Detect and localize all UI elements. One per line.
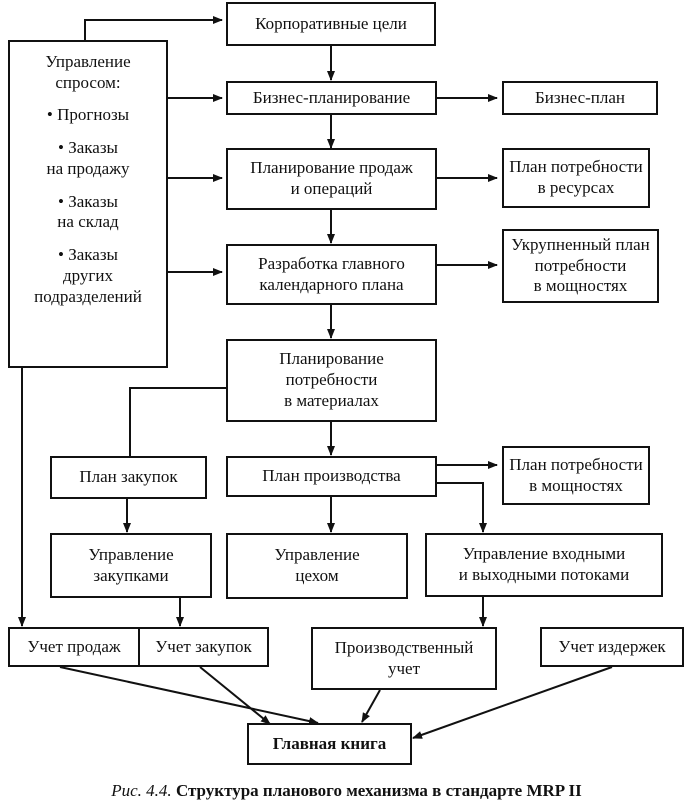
- shop-management-box: Управление цехом: [226, 533, 408, 599]
- corporate-goals-box: Корпоративные цели: [226, 2, 436, 46]
- sales-accounting-label: Учет продаж: [27, 636, 121, 656]
- demand-title-line-2: спросом:: [55, 72, 121, 92]
- sales-accounting-box: Учет продаж: [8, 627, 140, 667]
- arrow-production-to-io: [437, 482, 487, 533]
- figure-title: Структура планового механизма в стандарт…: [175, 781, 582, 800]
- bullet-sales-orders: • Заказы на продажу: [47, 138, 130, 179]
- arrow-materials-to-purchase-plan: [129, 387, 226, 456]
- io-control-line-2: и выходными потоками: [458, 565, 630, 584]
- resource-requirements-box: План потребности в ресурсах: [502, 148, 650, 208]
- master-schedule-line-1: Разработка главного: [258, 253, 405, 273]
- production-accounting-line-1: Производственный: [334, 637, 474, 657]
- production-plan-box: План производства: [226, 456, 437, 497]
- general-ledger-box: Главная книга: [247, 723, 412, 765]
- master-schedule-box: Разработка главного календарного плана: [226, 244, 437, 305]
- general-ledger-label: Главная книга: [272, 733, 387, 753]
- bullet-division-orders: • Заказы других подразделений: [34, 245, 142, 307]
- bullet-stock-orders: • Заказы на склад: [57, 192, 118, 233]
- purchase-plan-box: План закупок: [50, 456, 207, 499]
- arrow-purchase-accounting-to-ledger: [199, 666, 271, 725]
- purchase-accounting-box: Учет закупок: [138, 627, 269, 667]
- demand-title-line-1: Управление: [45, 52, 131, 71]
- figure-label: Рис. 4.4.: [111, 781, 172, 800]
- production-accounting-box: Производственный учет: [311, 627, 497, 690]
- resource-requirements-line-1: План потребности: [509, 157, 643, 177]
- bullet-division-orders-line-2: других: [62, 265, 113, 285]
- bullet-sales-orders-line-1: • Заказы: [58, 138, 118, 158]
- bullet-sales-orders-line-2: на продажу: [46, 158, 130, 178]
- rough-capacity-line-2: потребности: [534, 255, 627, 275]
- corporate-goals-label: Корпоративные цели: [255, 13, 407, 33]
- production-accounting-line-2: учет: [387, 658, 421, 678]
- sales-ops-planning-line-1: Планирование продаж: [250, 158, 413, 178]
- capacity-requirements-box: План потребности в мощностях: [502, 446, 650, 505]
- master-schedule-line-2: календарного плана: [259, 274, 404, 294]
- material-requirements-line-3: в материалах: [284, 390, 379, 410]
- purchase-management-line-1: Управление: [88, 544, 174, 564]
- sales-ops-planning-line-2: и операций: [290, 179, 373, 198]
- figure-caption: Рис. 4.4. Структура планового механизма …: [0, 781, 693, 801]
- resource-requirements-line-2: в ресурсах: [537, 178, 615, 197]
- capacity-requirements-line-2: в мощностях: [529, 475, 623, 495]
- io-control-line-1: Управление входными: [462, 544, 626, 564]
- bullet-division-orders-line-3: подразделений: [34, 286, 142, 306]
- material-requirements-box: Планирование потребности в материалах: [226, 339, 437, 422]
- business-planning-box: Бизнес-планирование: [226, 81, 437, 115]
- shop-management-line-2: цехом: [295, 566, 339, 585]
- purchase-accounting-label: Учет закупок: [155, 636, 252, 656]
- cost-accounting-label: Учет издержек: [558, 636, 666, 656]
- production-plan-label: План производства: [262, 466, 401, 486]
- business-planning-label: Бизнес-планирование: [252, 87, 411, 107]
- rough-capacity-box: Укрупненный план потребности в мощностях: [502, 229, 659, 303]
- purchase-plan-label: План закупок: [79, 467, 178, 487]
- bullet-stock-orders-line-2: на склад: [57, 212, 119, 232]
- material-requirements-line-1: Планирование: [279, 349, 384, 369]
- cost-accounting-box: Учет издержек: [540, 627, 684, 667]
- io-control-box: Управление входными и выходными потоками: [425, 533, 663, 597]
- arrow-sales-accounting-to-ledger: [59, 666, 319, 725]
- capacity-requirements-line-1: План потребности: [509, 454, 643, 474]
- arrow-cost-accounting-to-ledger: [412, 666, 613, 739]
- arrow-demand-to-goals: [84, 16, 223, 40]
- sales-ops-planning-box: Планирование продаж и операций: [226, 148, 437, 210]
- business-plan-label: Бизнес-план: [534, 87, 626, 107]
- rough-capacity-line-1: Укрупненный план: [511, 234, 650, 254]
- purchase-management-line-2: закупками: [93, 565, 169, 585]
- bullet-stock-orders-line-1: • Заказы: [58, 191, 118, 211]
- material-requirements-line-2: потребности: [285, 370, 378, 390]
- bullet-forecasts-line-1: • Прогнозы: [46, 105, 130, 125]
- bullet-division-orders-line-1: • Заказы: [58, 245, 118, 265]
- shop-management-line-1: Управление: [274, 545, 360, 565]
- arrow-production-accounting-to-ledger: [361, 689, 381, 723]
- business-plan-box: Бизнес-план: [502, 81, 658, 115]
- purchase-management-box: Управление закупками: [50, 533, 212, 598]
- bullet-forecasts: • Прогнозы: [47, 105, 129, 126]
- demand-management-box: Управление спросом: • Прогнозы • Заказы …: [8, 40, 168, 368]
- rough-capacity-line-3: в мощностях: [533, 276, 628, 296]
